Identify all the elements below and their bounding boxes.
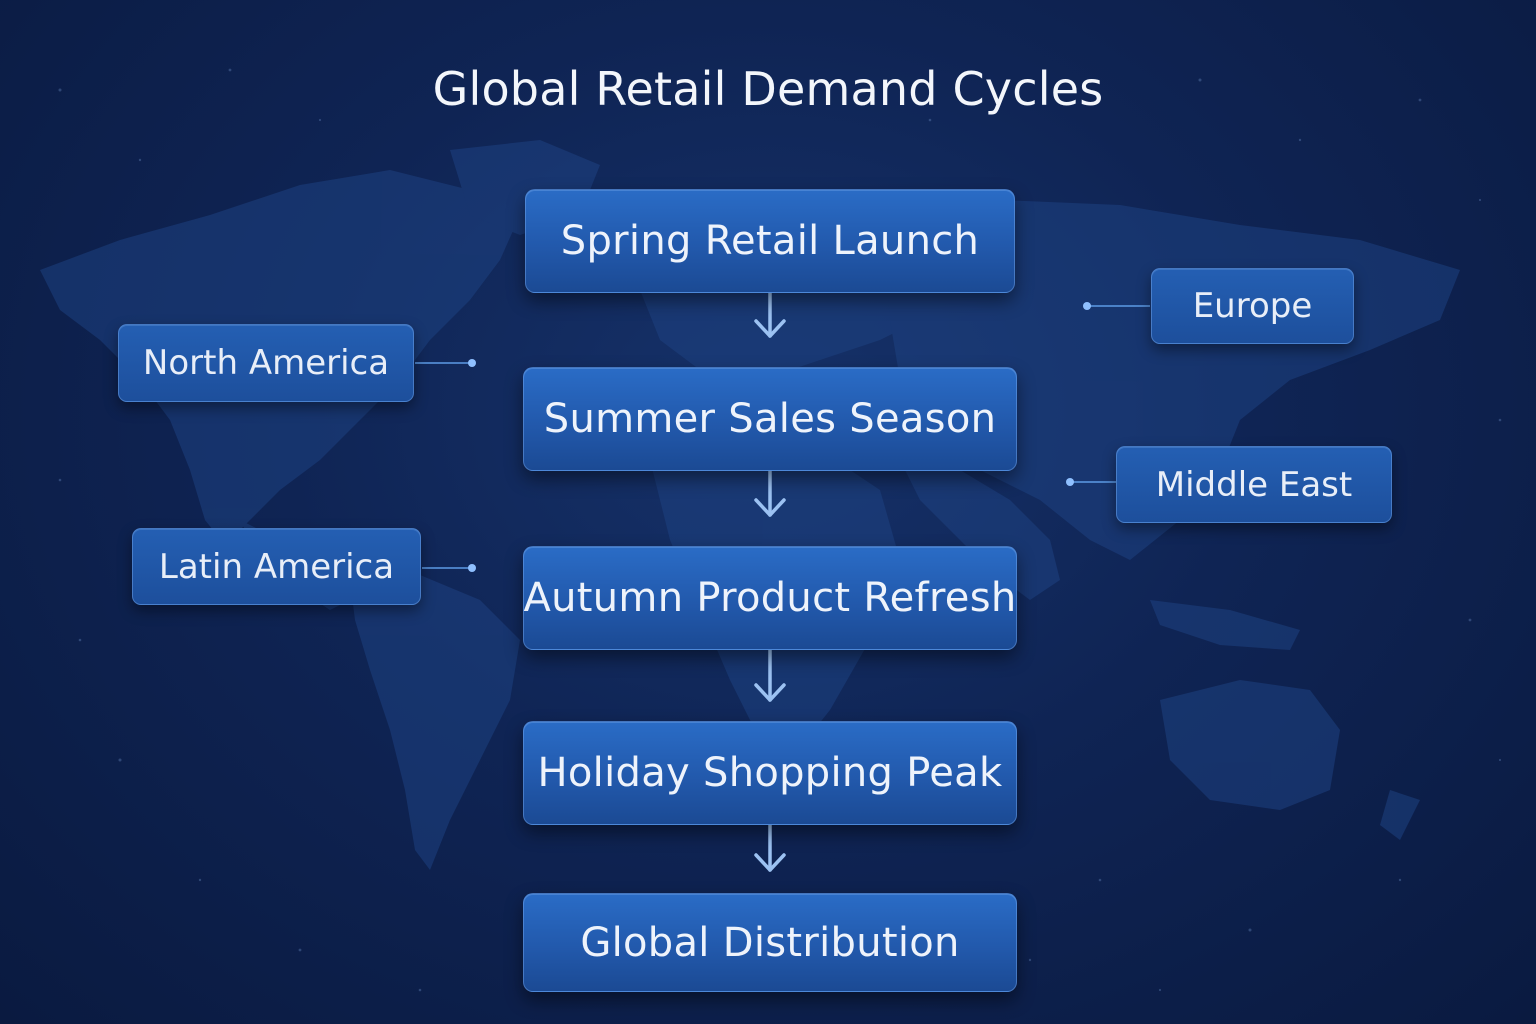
map-south-america: [350, 575, 520, 870]
region-tag-middle-east: Middle East: [1116, 446, 1392, 523]
region-tag-north-america: North America: [118, 324, 414, 402]
map-australia: [1160, 680, 1340, 810]
flow-node-global-distribution: Global Distribution: [523, 893, 1017, 992]
flow-node-autumn-product-refresh: Autumn Product Refresh: [523, 546, 1017, 650]
flow-node-holiday-shopping-peak: Holiday Shopping Peak: [523, 721, 1017, 825]
flow-node-summer-sales-season: Summer Sales Season: [523, 367, 1017, 471]
map-new-zealand: [1380, 790, 1420, 840]
diagram-title: Global Retail Demand Cycles: [432, 62, 1104, 116]
map-indonesia: [1150, 600, 1300, 650]
region-tag-latin-america: Latin America: [132, 528, 421, 605]
region-tag-europe: Europe: [1151, 268, 1354, 344]
map-south-asia: [900, 460, 1060, 600]
flow-node-spring-retail-launch: Spring Retail Launch: [525, 189, 1015, 293]
